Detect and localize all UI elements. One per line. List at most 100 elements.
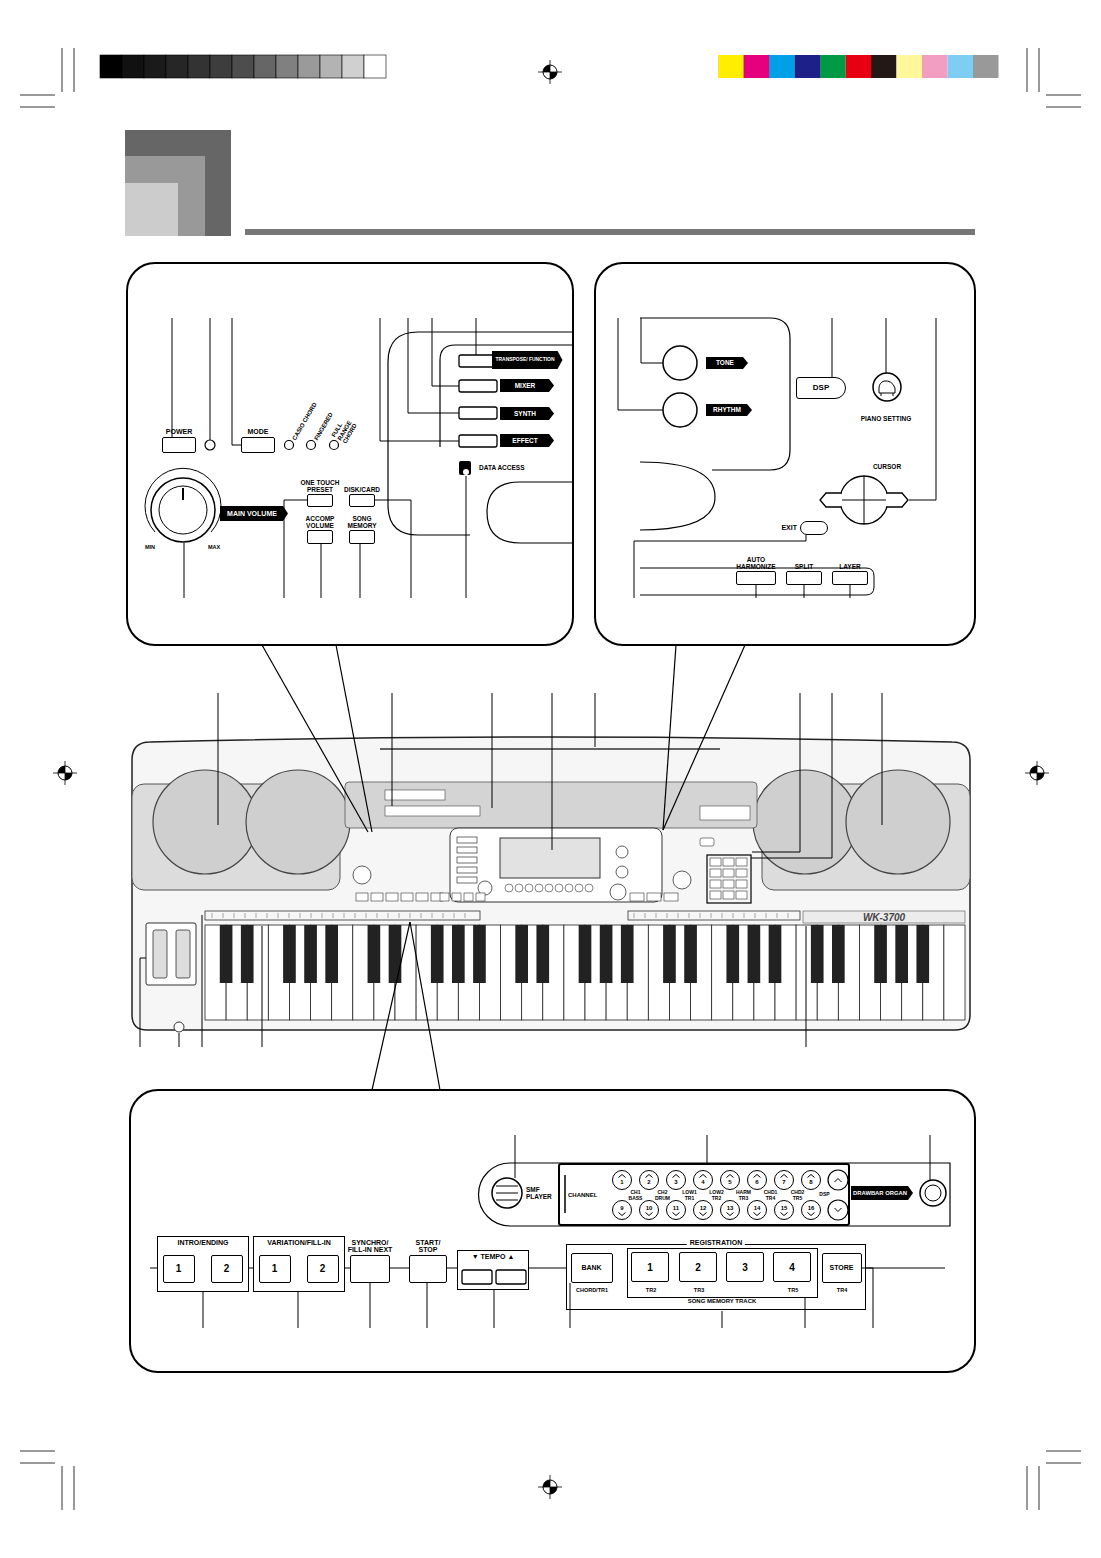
button-label: 12 [700, 1205, 707, 1211]
channel-button: 11 [666, 1200, 686, 1220]
part-label: CHD1 TR4 [762, 1190, 780, 1201]
leader-line [427, 1283, 428, 1328]
channel-button: 12 [693, 1200, 713, 1220]
channel-button [525, 884, 533, 892]
console-button [401, 893, 413, 901]
number-button [710, 880, 721, 888]
button-label: 1 [272, 1263, 278, 1274]
grey-bar [210, 55, 232, 78]
strip-tick [223, 913, 224, 918]
leader-line [494, 1290, 495, 1328]
grey-bar [276, 55, 298, 78]
channel-button: 5 [720, 1170, 740, 1190]
start-stop-button: START/ STOP [409, 1255, 447, 1283]
registration-mark [65, 773, 72, 780]
leader-line [370, 1283, 371, 1328]
variation-button: 1 [259, 1255, 291, 1283]
channel-button [535, 884, 543, 892]
mode-button: MODE [241, 437, 275, 453]
drawbar-organ-tag: DRAWBAR ORGAN [851, 1186, 913, 1200]
color-bar [973, 55, 999, 78]
leader-line [172, 318, 173, 437]
smf-frame [479, 1163, 950, 1226]
knob-grip [496, 1186, 518, 1200]
main-volume-knob [151, 478, 215, 542]
zoom-panel [130, 1090, 975, 1372]
crop-mark [1027, 1466, 1028, 1510]
console-button [464, 893, 473, 901]
strip-tick [344, 913, 345, 918]
black-key [769, 925, 782, 983]
registration-mark [543, 65, 557, 79]
strip-tick [289, 913, 290, 918]
drawbar-organ-knob [925, 1185, 941, 1201]
accomp-volume-button: ACCOMP VOLUME [307, 530, 333, 544]
rule-line [390, 1268, 409, 1269]
registration-mark [543, 1480, 550, 1487]
leader-line [618, 318, 663, 410]
zoom-line [410, 922, 440, 1090]
color-bar [744, 55, 770, 78]
speaker [153, 770, 257, 874]
channel-button [575, 884, 583, 892]
button-label: 2 [320, 1263, 326, 1274]
strip-tick [766, 913, 767, 918]
crop-mark [20, 107, 55, 108]
channel-panel: CHANNEL12345678910111213141516 [558, 1163, 850, 1226]
mode-led [307, 441, 316, 450]
channel-button: 3 [666, 1170, 686, 1190]
black-key [220, 925, 233, 983]
button-label: 13 [727, 1205, 734, 1211]
leader-line [210, 318, 211, 440]
part-label: LOW1 TR1 [681, 1190, 699, 1201]
title-block [125, 156, 205, 236]
rule-line [866, 1268, 945, 1269]
black-key [726, 925, 739, 983]
dsp-button [828, 1200, 848, 1220]
crop-mark [1046, 1463, 1081, 1464]
channel-button: 6 [747, 1170, 767, 1190]
part-label: CURSOR [873, 463, 901, 470]
drawbar-knob [610, 884, 626, 900]
split-button: SPLIT [786, 571, 822, 585]
leader-line [432, 318, 459, 386]
button-label: 1 [647, 1262, 653, 1273]
leader-line [360, 544, 361, 598]
registration-button: 3 [726, 1252, 764, 1282]
chevron [726, 1174, 734, 1178]
chevron [726, 1212, 734, 1216]
strip-tick [311, 913, 312, 918]
part-label: FULL RANGE CHORD [330, 406, 364, 445]
title-block [125, 183, 178, 236]
chevron [646, 1175, 653, 1178]
strip-tick [267, 913, 268, 918]
black-key [811, 925, 824, 983]
channel-button: 14 [747, 1200, 767, 1220]
modulation-wheel [176, 930, 190, 978]
leader-line [930, 1135, 931, 1180]
button-label: 7 [782, 1179, 785, 1185]
model-bar [803, 911, 965, 923]
number-button [736, 880, 747, 888]
part-label: MAX [208, 544, 220, 550]
strip-tick [465, 913, 466, 918]
chevron [619, 1213, 626, 1216]
button-label: 11 [673, 1205, 679, 1211]
channel-button: 13 [720, 1200, 740, 1220]
leader-line [886, 318, 887, 373]
strip-tick [711, 913, 712, 918]
button-label: TONE [716, 359, 738, 366]
store-button: STORE [822, 1253, 862, 1283]
leader-line [321, 544, 322, 598]
rhythm-tag: RHYTHM [706, 404, 752, 416]
registration-button: 1 [631, 1252, 669, 1282]
mixer-tag: MIXER [500, 379, 554, 392]
crop-mark [1027, 48, 1028, 92]
chevron [754, 1175, 761, 1178]
black-key [895, 925, 908, 983]
piano-icon [879, 381, 895, 393]
strip-tick [432, 913, 433, 918]
grey-bar [100, 55, 122, 78]
registration-mark [1030, 766, 1044, 780]
black-key [748, 925, 761, 983]
